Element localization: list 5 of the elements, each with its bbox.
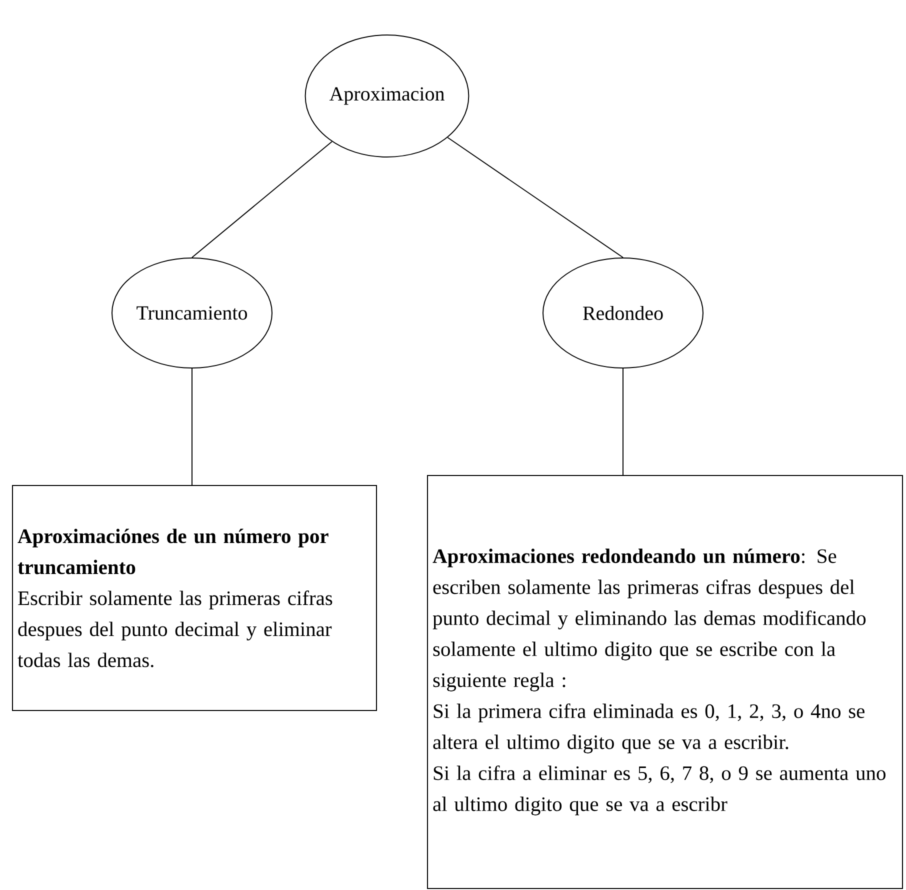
connector-line [622, 368, 624, 476]
connector-line [447, 137, 624, 258]
text-box: Aproximaciones redondeando un número: Se escriben solamente las primeras cifras despues del punto decimal y eliminando las demas modificando solamente el ultimo digito que se escribe con la siguiente regla : Si la primera cifra eliminada es 0, 1, 2, 3, o 4no se altera el ultimo digito que se va a escribir. Si la cifra a eliminar es 5, 6, 7 8, o 9 se aumenta uno al ultimo digito que se va a escribr [427, 475, 903, 889]
text-box: Aproximaciónes de un número por truncamiento Escribir solamente las primeras cifras despues del punto decimal y eliminar todas las demas. [12, 485, 377, 711]
connector-line [192, 141, 332, 258]
